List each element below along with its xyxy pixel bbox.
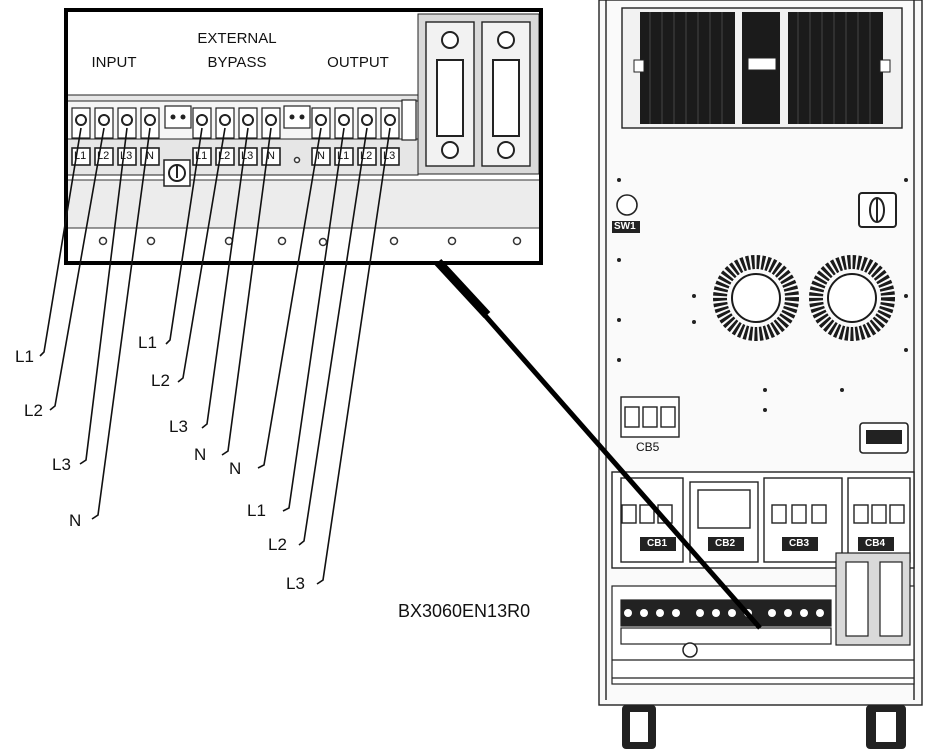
inset-jumpers [170,114,305,120]
label-external: EXTERNAL [197,30,277,47]
zoom-callout-line-thick [434,258,491,319]
rotary-switch [858,192,897,228]
cb5-breaker [620,396,680,438]
label-bypass: BYPASS [207,54,267,71]
wire-label-bypass-l3: L3 [169,417,188,436]
cb4-label: CB4 [865,538,886,549]
terminal-label: N [267,150,275,162]
wire-label-bypass-l1: L1 [138,333,157,352]
terminal-label: L2 [97,150,110,162]
wire-label-output-n: N [229,459,242,478]
document-code: BX3060EN13R0 [398,601,531,621]
wire-label-bypass-l2: L2 [151,371,170,390]
cb3-label: CB3 [789,538,810,549]
cabinet-terminal-strip [611,552,915,685]
terminal-label: N [146,150,154,162]
wire-label-input-l1: L1 [15,347,34,366]
terminal-label: L3 [383,150,396,162]
inset-ground-symbol [163,159,191,187]
terminal-label: L1 [195,150,208,162]
terminal-label: L2 [218,150,231,162]
inset-terminal-label-boxes [71,147,400,166]
screws [617,178,908,412]
wire-label-input-l3: L3 [52,455,71,474]
terminal-label: L1 [74,150,87,162]
sw1-switch [612,194,640,233]
label-output: OUTPUT [327,54,389,71]
cooling-fans [713,255,895,341]
breaker-labels [640,537,894,551]
cb1-label: CB1 [647,538,668,549]
cb5-label: CB5 [636,440,660,454]
label-input: INPUT [91,54,137,71]
cb2-label: CB2 [715,538,736,549]
sw1-label: SW1 [614,221,636,232]
wire-label-bypass-n: N [194,445,207,464]
wire-label-input-l2: L2 [24,401,43,420]
zoom-callout-line [436,260,762,630]
terminal-label: L3 [241,150,254,162]
ground-symbol [682,642,698,658]
breaker-panel [611,471,915,569]
cabinet-wheels [622,705,906,749]
wire-label-output-l2: L2 [268,535,287,554]
terminal-label: L2 [360,150,373,162]
top-vent-grille [633,12,891,124]
signal-connector [859,422,909,454]
terminal-label: L1 [337,150,350,162]
inset-terminal-screws [75,114,396,126]
terminal-label: L3 [120,150,133,162]
terminal-label: N [317,150,325,162]
wire-label-output-l3: L3 [286,574,305,593]
wire-label-output-l1: L1 [247,501,266,520]
wire-label-input-n: N [69,511,82,530]
inset-rail-holes [98,156,522,247]
wires [39,127,391,585]
inset-frame [64,8,543,265]
